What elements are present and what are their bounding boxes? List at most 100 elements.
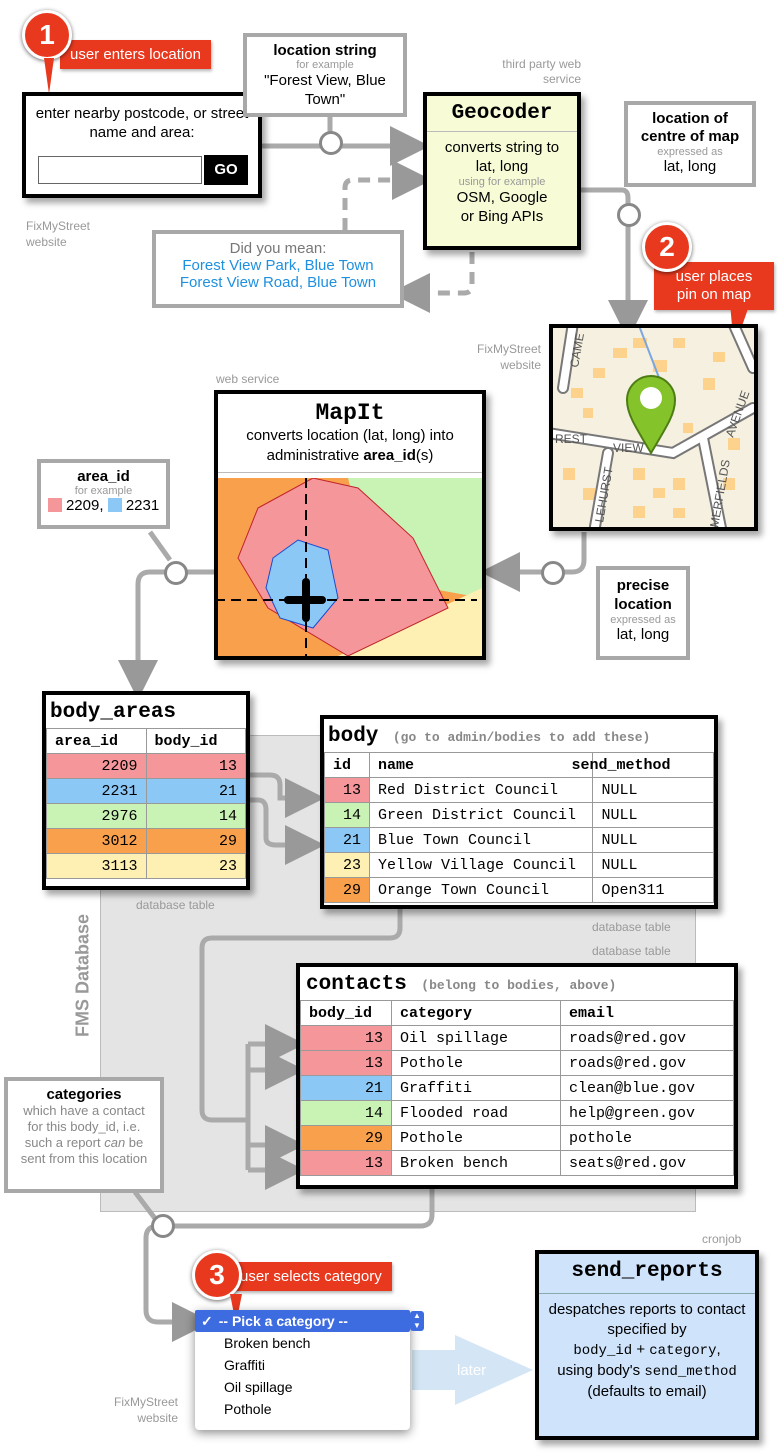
- location-input[interactable]: [38, 156, 202, 184]
- body-note: (go to admin/bodies to add these): [392, 730, 651, 745]
- area-id-values: 2209, 2231: [41, 497, 166, 514]
- contacts-caption: database table: [592, 944, 671, 958]
- send-reports-box: send_reports despatches reports to conta…: [535, 1250, 759, 1440]
- centre-map-sub: expressed as: [657, 146, 723, 158]
- categories-desc: which have a contact for this body_id, i…: [20, 1103, 148, 1166]
- go-button[interactable]: GO: [204, 155, 248, 185]
- geocoder-title: Geocoder: [427, 96, 577, 132]
- column-header: body_id: [300, 1000, 392, 1026]
- send-reports-service-label: cronjob: [702, 1232, 742, 1246]
- dropdown-option[interactable]: Pothole: [224, 1401, 272, 1417]
- column-header: name: [368, 752, 594, 778]
- joint-circle: [617, 203, 641, 227]
- step1-label: user enters location: [60, 40, 211, 69]
- dropdown-caption: FixMyStreet website: [113, 1395, 178, 1425]
- geocoder-service-label: third party web service: [502, 57, 581, 86]
- map-pin-icon[interactable]: [625, 375, 677, 455]
- suggestion-link[interactable]: Forest View Park, Blue Town: [182, 257, 374, 274]
- contacts-note: (belong to bodies, above): [421, 978, 617, 993]
- body-title-row: body (go to admin/bodies to add these): [324, 719, 714, 752]
- joint-circle: [541, 561, 565, 585]
- body-caption: database table: [592, 920, 671, 934]
- column-header: email: [560, 1000, 734, 1026]
- send-reports-desc: despatches reports to contact specified …: [548, 1301, 746, 1400]
- location-input-box: enter nearby postcode, or street name an…: [22, 92, 262, 198]
- red-swatch: [47, 498, 62, 512]
- dropdown-selected[interactable]: ✓-- Pick a category --: [195, 1310, 410, 1332]
- precise-value: lat, long: [616, 626, 670, 643]
- geocoder-box: Geocoder converts string to lat, long us…: [423, 92, 581, 250]
- street-label: CAME: [567, 332, 587, 369]
- map-caption: FixMyStreet website: [476, 342, 541, 372]
- location-string-sub: for example: [296, 59, 354, 71]
- step1-badge: 1: [22, 10, 72, 60]
- joint-circle: [164, 561, 188, 585]
- column-header: area_id: [46, 728, 147, 754]
- column-header: body_id: [145, 728, 246, 754]
- mapit-box: MapIt converts location (lat, long) into…: [214, 390, 486, 660]
- location-string-box: location string for example "Forest View…: [243, 33, 407, 117]
- blue-swatch: [107, 498, 122, 512]
- contacts-table: contacts (belong to bodies, above) body_…: [296, 963, 738, 1189]
- precise-title: precise location: [614, 577, 672, 613]
- step2-badge: 2: [642, 222, 692, 272]
- step1-pointer: [44, 58, 54, 94]
- area-id-box: area_id for example 2209, 2231: [37, 459, 170, 529]
- body-areas-caption: database table: [136, 898, 215, 912]
- did-you-mean-box: Did you mean: Forest View Park, Blue Tow…: [152, 230, 404, 308]
- input-prompt: enter nearby postcode, or street name an…: [35, 105, 249, 141]
- category-dropdown[interactable]: ✓-- Pick a category -- Broken bench Graf…: [195, 1310, 410, 1430]
- column-header: category: [391, 1000, 561, 1026]
- dropdown-arrows-icon[interactable]: ▲▼: [410, 1311, 424, 1331]
- area-id-title: area_id: [77, 468, 130, 485]
- body-title: body: [328, 725, 379, 748]
- geocoder-sub: using for example: [458, 176, 546, 188]
- dropdown-option[interactable]: Oil spillage: [224, 1379, 293, 1395]
- joint-circle: [151, 1214, 175, 1238]
- area-id-sub: for example: [74, 485, 133, 497]
- categories-title: categories: [46, 1086, 122, 1103]
- column-header: id: [324, 752, 370, 778]
- centre-map-title: location of centre of map: [640, 110, 740, 145]
- step3-pointer: [230, 1294, 242, 1324]
- mapit-desc: converts location (lat, long) into admin…: [218, 426, 482, 473]
- dropdown-option[interactable]: Broken bench: [224, 1335, 311, 1351]
- centre-map-value: lat, long: [663, 158, 717, 175]
- precise-sub: expressed as: [610, 614, 676, 626]
- street-map: REST VIEW AVENUE LEHURST MERFIELDS CAME: [549, 324, 758, 531]
- column-header: send_method: [562, 752, 684, 778]
- input-caption: FixMyStreet website: [26, 219, 91, 249]
- map-tiles: REST VIEW AVENUE LEHURST MERFIELDS CAME: [553, 328, 754, 527]
- geocoder-apis: OSM, Google or Bing APIs: [456, 189, 548, 225]
- dropdown-option[interactable]: Graffiti: [224, 1357, 265, 1373]
- suggestion-link[interactable]: Forest View Road, Blue Town: [179, 274, 377, 291]
- location-string-title: location string: [273, 42, 377, 59]
- contacts-title: contacts: [306, 973, 407, 996]
- later-label: later: [457, 1362, 487, 1379]
- step3-label: user selects category: [230, 1262, 392, 1291]
- categories-box: categories which have a contact for this…: [4, 1077, 164, 1193]
- did-you-mean-title: Did you mean:: [229, 240, 327, 257]
- mapit-title: MapIt: [315, 400, 385, 426]
- body-table: body (go to admin/bodies to add these) i…: [320, 715, 718, 909]
- precise-location-box: precise location expressed as lat, long: [596, 566, 690, 660]
- location-string-value: "Forest View, Blue Town": [264, 72, 386, 108]
